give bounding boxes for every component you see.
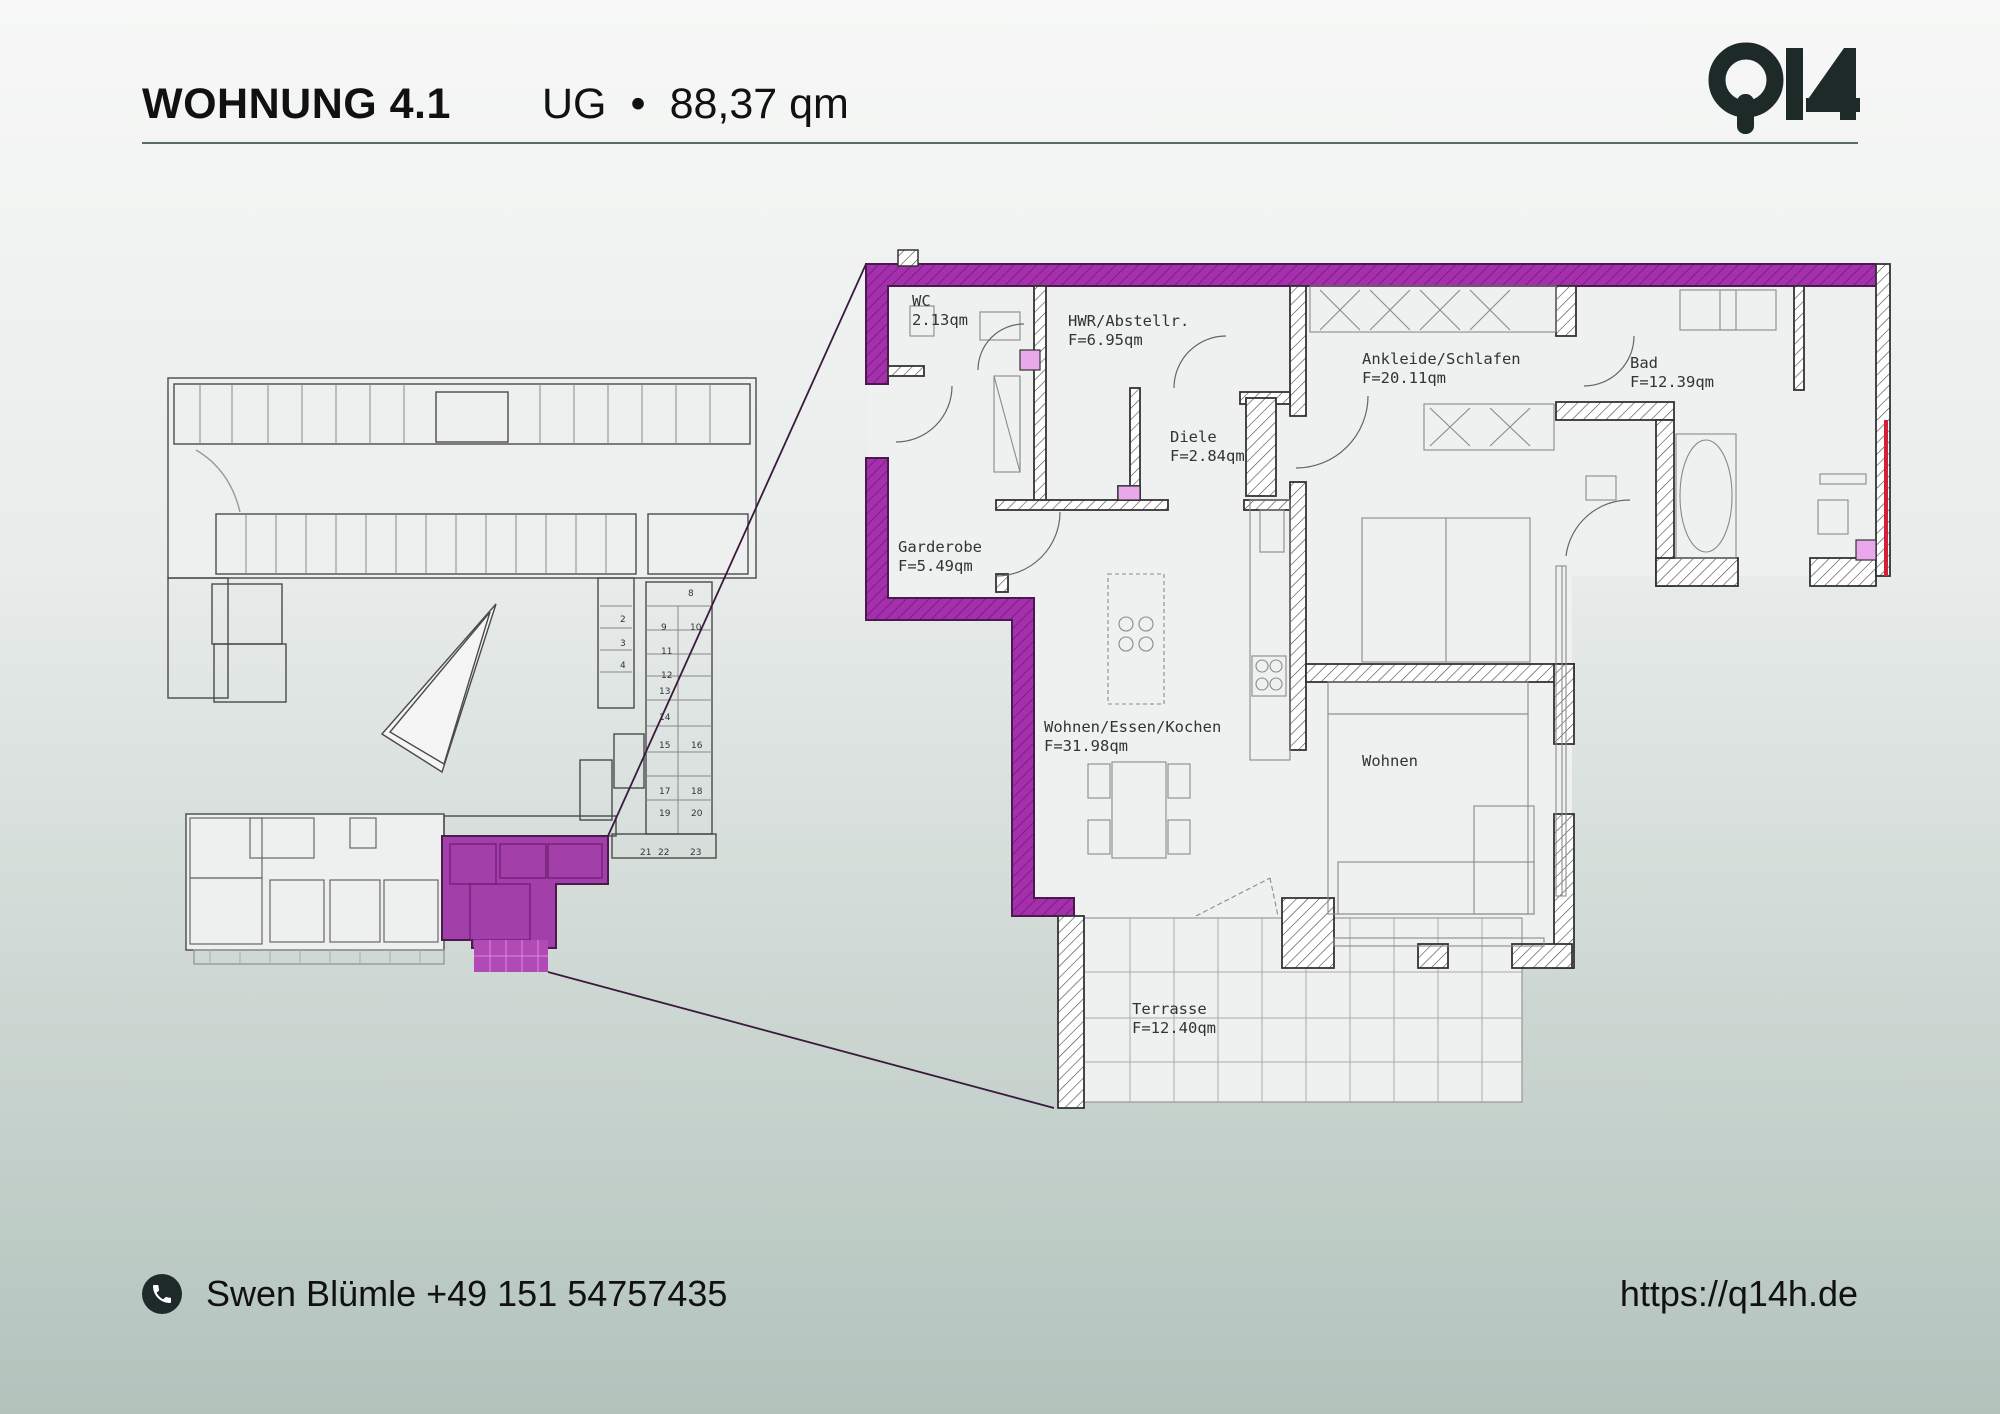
svg-text:21: 21 [640,848,651,858]
room-wohnen-essen-kochen-name: Wohnen/Essen/Kochen [1044,718,1221,736]
svg-text:20: 20 [691,809,703,819]
site-plan-numbers: 8 9 10 2 11 3 12 4 13 14 15 16 17 18 19 … [620,589,703,858]
detail-plan: WC 2.13qm HWR/Abstellr. F=6.95qm Diele F… [865,249,1891,1109]
q14-logo [1708,42,1860,134]
svg-text:19: 19 [659,809,671,819]
svg-text:14: 14 [659,713,671,723]
svg-text:11: 11 [661,647,672,657]
room-garderobe-name: Garderobe [898,538,982,556]
separator-dot: • [630,80,646,128]
room-labels: WC 2.13qm HWR/Abstellr. F=6.95qm Diele F… [898,292,1714,1037]
floor-label: UG [542,80,607,128]
room-wc-area: 2.13qm [912,311,968,329]
room-terrasse-name: Terrasse [1132,1000,1207,1018]
apartment-subtitle: UG • 88,37 qm [542,80,849,129]
svg-text:17: 17 [659,787,670,797]
phone-icon [142,1274,182,1314]
room-bad-area: F=12.39qm [1630,373,1714,391]
svg-text:18: 18 [691,787,703,797]
svg-text:9: 9 [661,623,667,633]
room-wohnen-essen-kochen-area: F=31.98qm [1044,737,1128,755]
room-hwr-area: F=6.95qm [1068,331,1143,349]
svg-text:23: 23 [690,848,701,858]
svg-text:16: 16 [691,741,703,751]
room-ankleide-area: F=20.11qm [1362,369,1446,387]
room-bad-name: Bad [1630,354,1658,372]
svg-text:2: 2 [620,615,626,625]
zoom-lines [547,263,1055,1109]
room-garderobe-area: F=5.49qm [898,557,973,575]
svg-text:15: 15 [659,741,670,751]
svg-text:13: 13 [659,687,670,697]
page-header: WOHNUNG 4.1 UG • 88,37 qm [142,72,1858,144]
svg-text:12: 12 [661,671,672,681]
contact-info: Swen Blümle +49 151 54757435 [142,1268,727,1320]
room-wohnen-name: Wohnen [1362,752,1418,770]
site-plan-highlight [441,835,609,972]
apartment-title: WOHNUNG 4.1 [142,80,451,128]
svg-text:8: 8 [688,589,694,599]
contact-text: Swen Blümle +49 151 54757435 [206,1273,728,1314]
room-diele-name: Diele [1170,428,1217,446]
room-diele-area: F=2.84qm [1170,447,1245,465]
svg-text:10: 10 [690,623,702,633]
website-link[interactable]: https://q14h.de [1619,1273,1858,1314]
room-ankleide-name: Ankleide/Schlafen [1362,350,1521,368]
room-wc-name: WC [912,292,931,310]
svg-text:22: 22 [658,848,669,858]
svg-text:4: 4 [620,661,626,671]
site-plan [167,377,757,965]
svg-text:3: 3 [620,639,626,649]
area-label: 88,37 qm [669,80,849,128]
room-hwr-name: HWR/Abstellr. [1068,312,1189,330]
room-terrasse-area: F=12.40qm [1132,1019,1216,1037]
